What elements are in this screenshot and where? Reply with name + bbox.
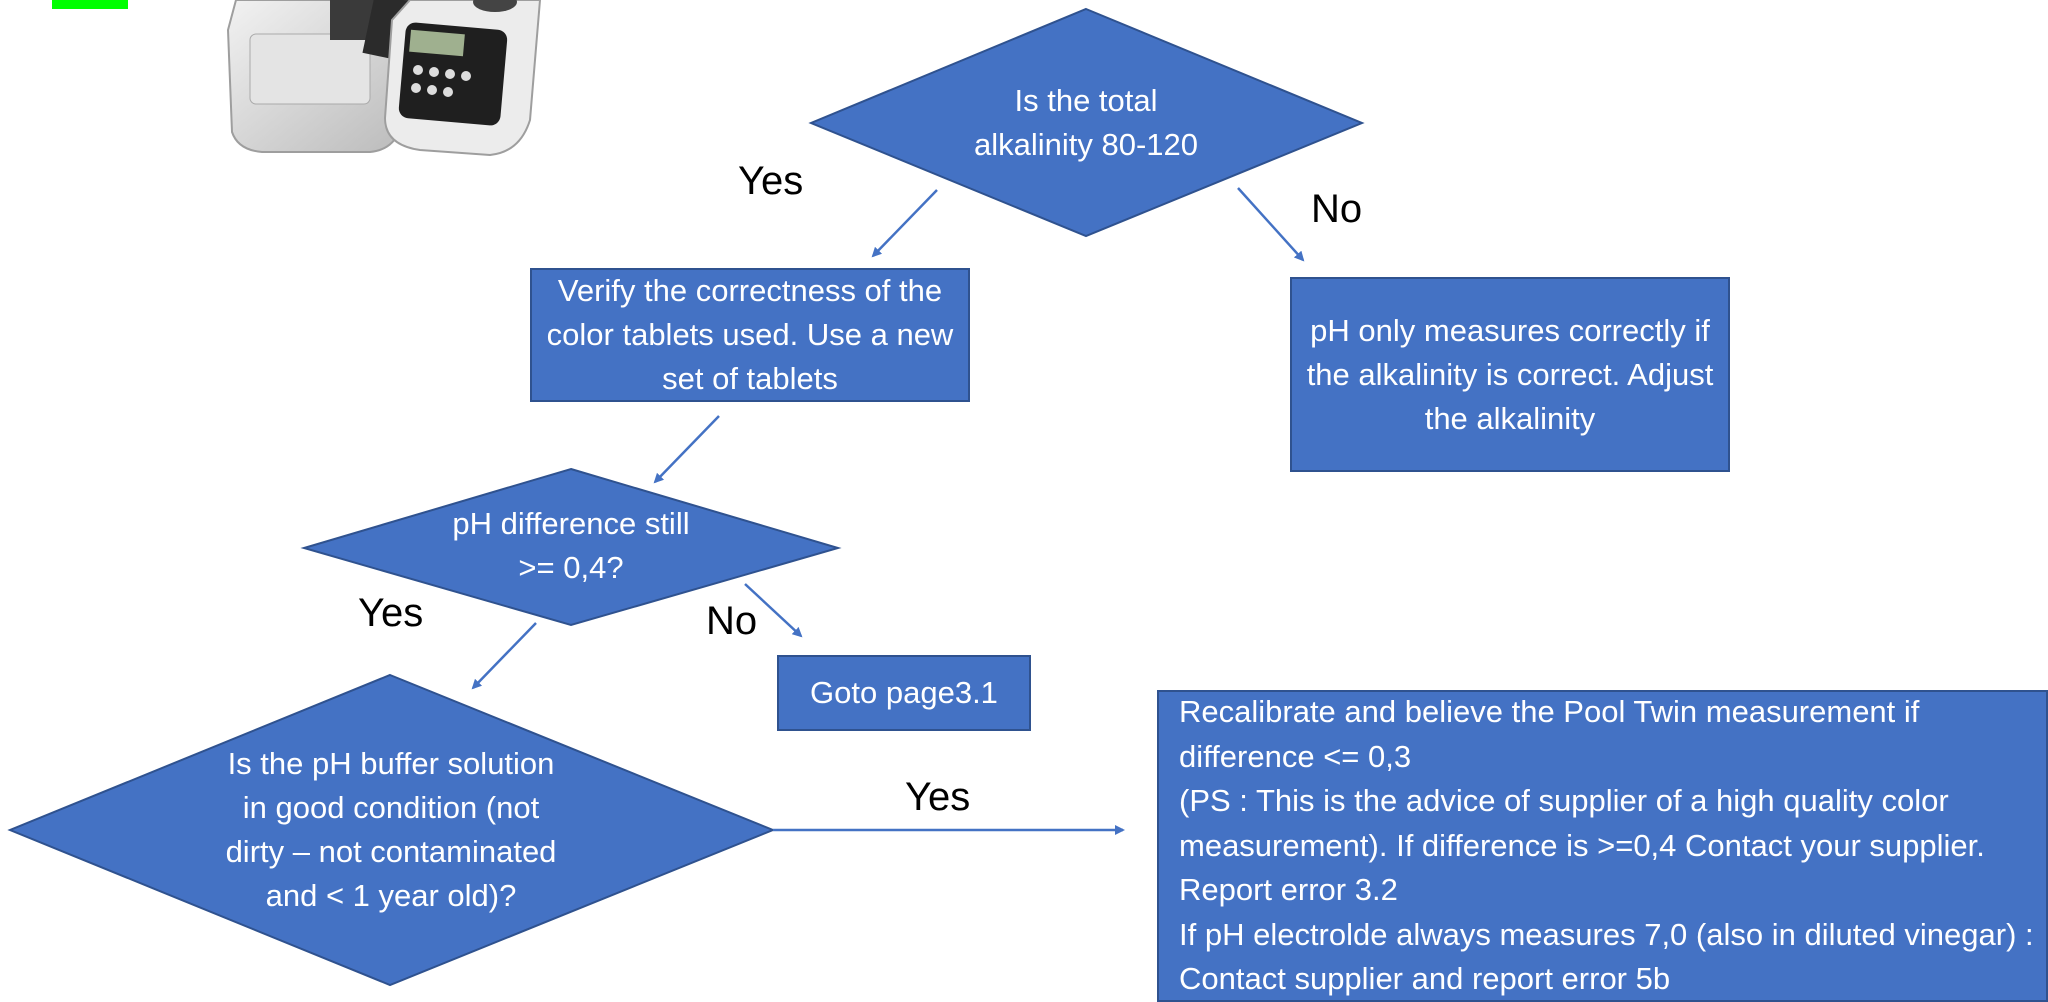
green-marker xyxy=(52,0,128,9)
arrow-q2-no xyxy=(744,583,803,638)
arrow-q2-yes xyxy=(471,622,537,690)
q2-no-label: No xyxy=(706,599,758,643)
arrow-q1-no xyxy=(1237,187,1305,262)
decision-alkalinity-text: Is the total alkalinity 80-120 xyxy=(973,83,1199,162)
arrow-q1-yes xyxy=(871,189,938,258)
recalibrate-box: Recalibrate and believe the Pool Twin me… xyxy=(1157,690,2048,1002)
decision-ph-difference xyxy=(300,467,842,627)
q1-yes-label: Yes xyxy=(738,159,804,203)
q1-no-label: No xyxy=(1311,187,1363,231)
photometer-device-icon xyxy=(226,0,542,157)
q2-yes-label: Yes xyxy=(358,591,424,635)
ph-only-measures-box: pH only measures correctly if the alkali… xyxy=(1290,277,1730,472)
decision-alkalinity xyxy=(808,7,1365,238)
verify-tablets-box: Verify the correctness of the color tabl… xyxy=(530,268,970,402)
decision-buffer-solution-text: Is the pH buffer solution in good condit… xyxy=(225,746,557,913)
q3-yes-label: Yes xyxy=(905,775,971,819)
decision-ph-difference-text: pH difference still >= 0,4? xyxy=(452,506,690,585)
goto-page-box: Goto page3.1 xyxy=(777,655,1031,731)
decision-buffer-solution xyxy=(7,673,776,987)
arrow-verify-to-q2 xyxy=(653,415,720,484)
